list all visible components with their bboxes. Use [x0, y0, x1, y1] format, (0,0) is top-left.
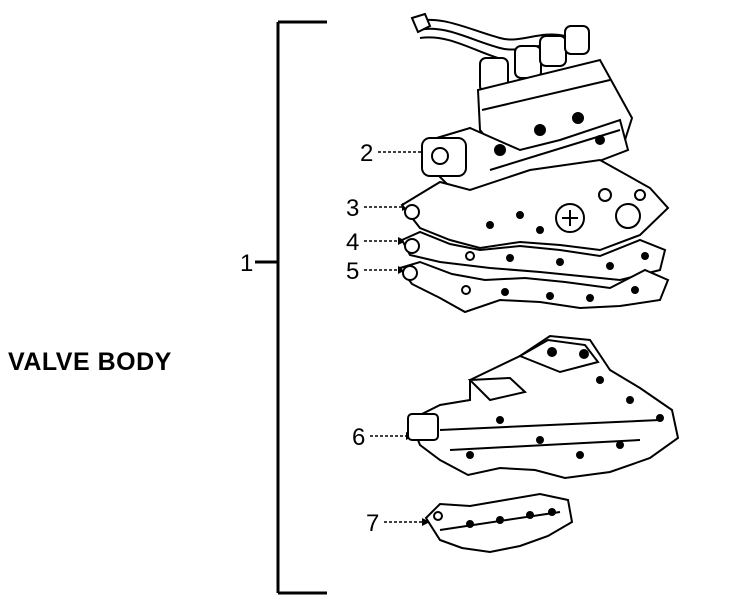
assembly-bracket	[255, 20, 327, 595]
upper-valve-body-part	[410, 12, 634, 200]
filter-part	[424, 492, 574, 554]
callout-1: 1	[240, 250, 253, 277]
callout-6: 6	[352, 424, 365, 451]
callout-2: 2	[360, 140, 373, 167]
callout-7: 7	[366, 510, 379, 537]
diagram-title: VALVE BODY	[8, 348, 172, 376]
gasket-upper-part	[400, 230, 667, 282]
callout-4: 4	[346, 229, 359, 256]
leader-lines	[364, 151, 426, 523]
separator-plate-part	[400, 158, 670, 252]
lower-valve-body-part	[407, 334, 680, 480]
callout-5: 5	[346, 258, 359, 285]
gasket-lower-part	[398, 260, 670, 314]
callout-3: 3	[346, 195, 359, 222]
